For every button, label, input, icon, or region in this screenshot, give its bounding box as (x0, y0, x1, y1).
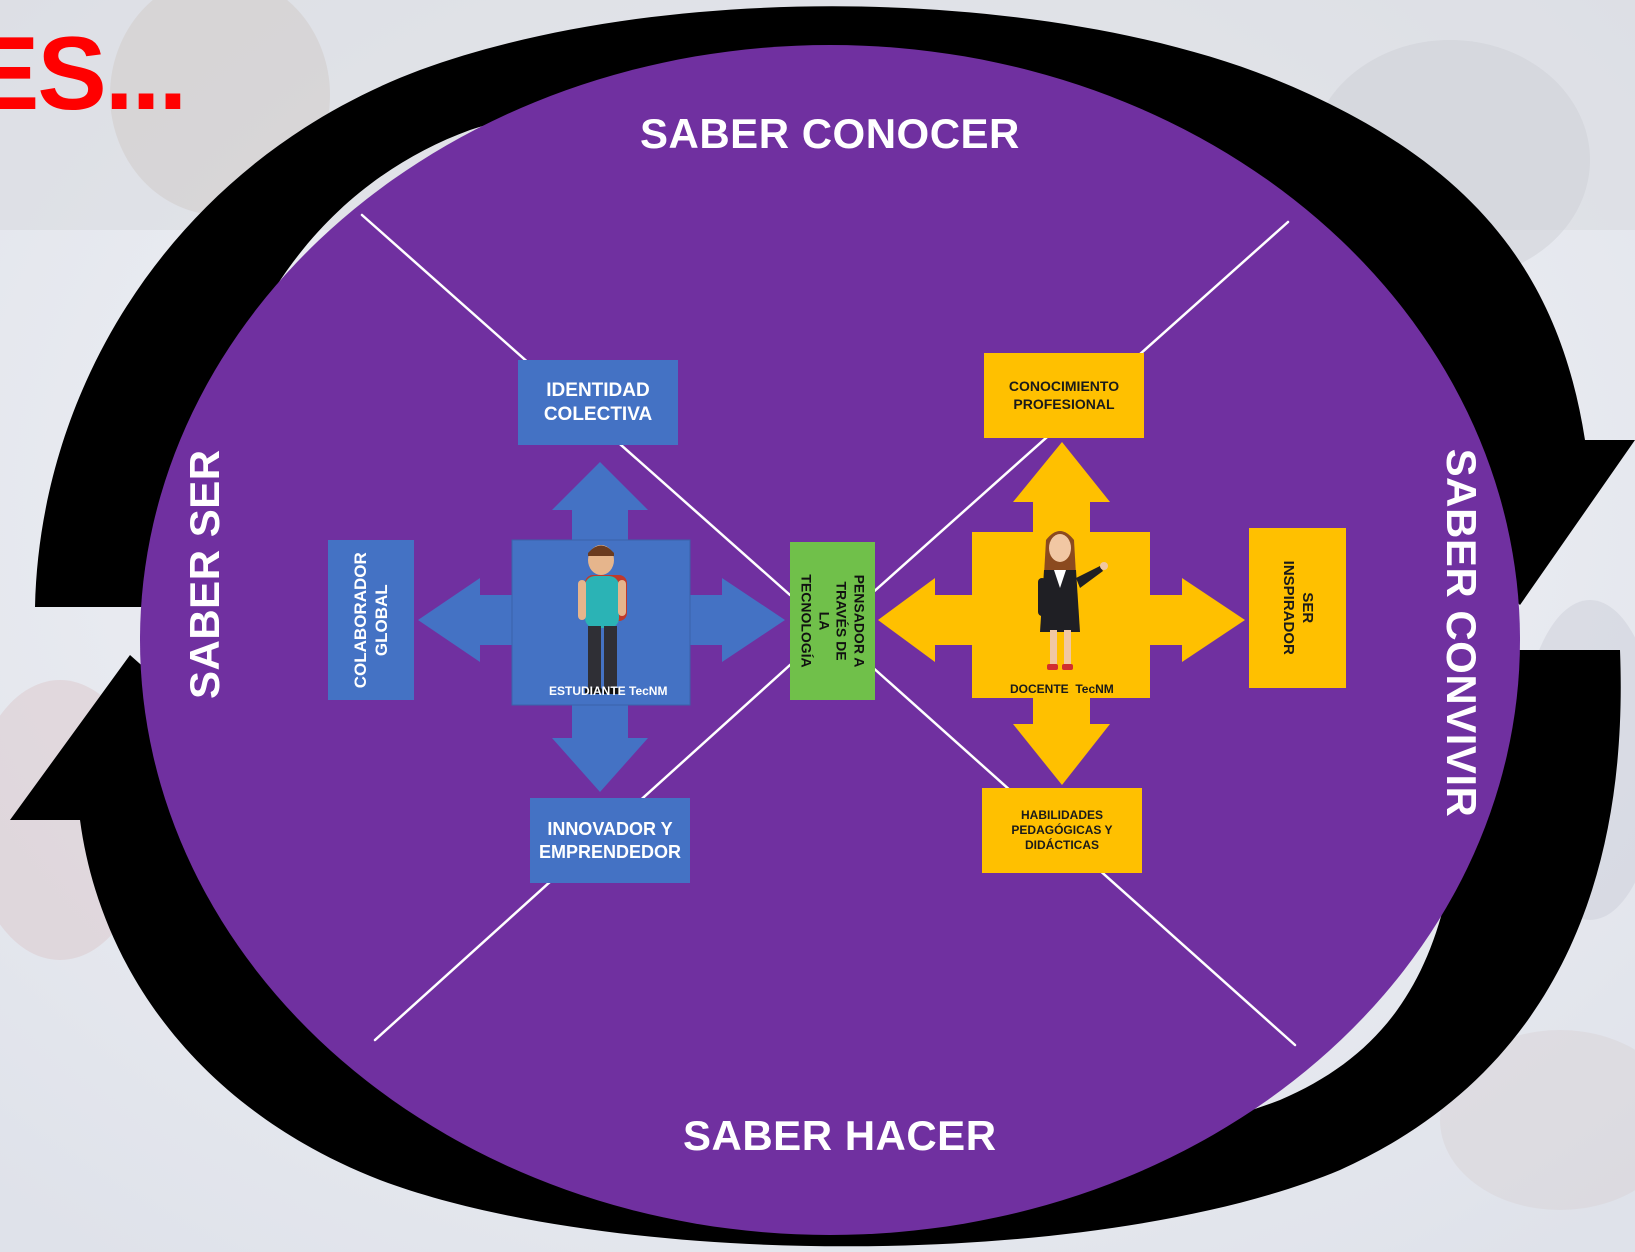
student-arrow-left (418, 578, 512, 662)
teacher-arrow-down (1013, 698, 1110, 785)
student-trait-colaborador-global: COLABORADOR GLOBAL (328, 540, 414, 700)
trait-label: INNOVADOR Y EMPRENDEDOR (538, 819, 681, 862)
teacher-label: DOCENTE TecNM (1010, 682, 1114, 696)
slide-title-fragment: ES... (0, 16, 187, 132)
center-pensador-tecnologia: PENSADOR A TRAVÉS DE LA TECNOLOGÍA (790, 542, 875, 700)
quadrant-label-left: SABER SER (181, 449, 228, 699)
teacher-presenting-icon (1038, 531, 1108, 670)
trait-label: COLABORADOR GLOBAL (350, 552, 391, 688)
student-trait-innovador-emprendedor: INNOVADOR Y EMPRENDEDOR (530, 798, 690, 883)
student-arrow-right (690, 578, 785, 662)
student-backpack-icon (578, 545, 627, 694)
student-arrow-up (552, 462, 648, 540)
teacher-arrow-right (1150, 578, 1245, 662)
quadrant-label-top: SABER CONOCER (640, 110, 1020, 157)
center-label: PENSADOR A TRAVÉS DE LA TECNOLOGÍA (799, 574, 868, 668)
teacher-trait-conocimiento-profesional: CONOCIMIENTO PROFESIONAL (984, 353, 1144, 438)
trait-label: IDENTIDAD COLECTIVA (543, 379, 653, 425)
trait-label: SER INSPIRADOR (1280, 560, 1317, 656)
quadrant-label-right: SABER CONVIVIR (1438, 448, 1485, 818)
teacher-trait-habilidades-pedagogicas: HABILIDADES PEDAGÓGICAS Y DIDÁCTICAS (982, 788, 1142, 873)
teacher-arrow-up (1013, 442, 1110, 532)
trait-label: HABILIDADES PEDAGÓGICAS Y DIDÁCTICAS (1011, 808, 1113, 852)
student-arrows (418, 462, 785, 792)
student-label: ESTUDIANTE TecNM (549, 684, 668, 698)
student-trait-identidad-colectiva: IDENTIDAD COLECTIVA (518, 360, 678, 445)
trait-label: CONOCIMIENTO PROFESIONAL (1008, 378, 1120, 412)
cycle-arrow-top (35, 6, 1635, 607)
teacher-arrows (878, 442, 1245, 785)
quadrant-label-bottom: SABER HACER (683, 1112, 997, 1159)
teacher-arrow-left (878, 578, 972, 662)
student-arrow-down (552, 700, 648, 792)
teacher-trait-ser-inspirador: SER INSPIRADOR (1249, 528, 1346, 688)
